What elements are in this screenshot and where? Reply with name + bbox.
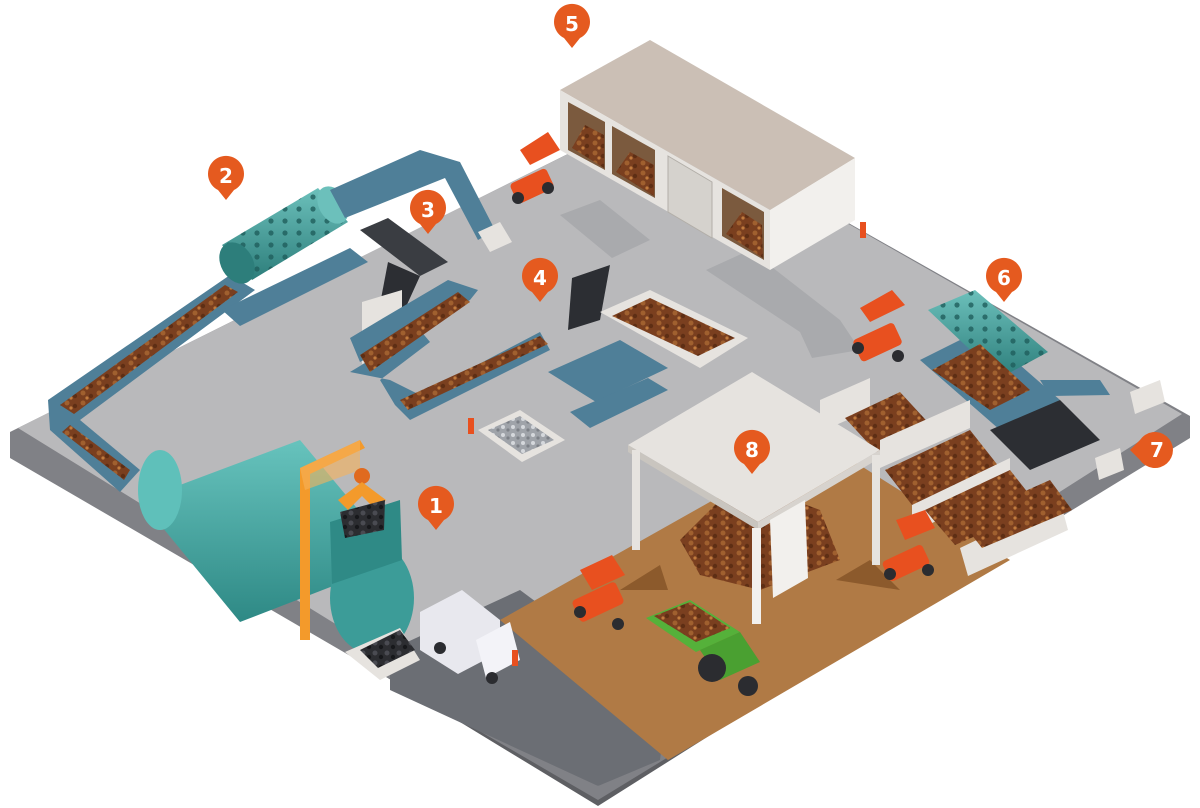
tractor-wheel-back bbox=[698, 654, 726, 682]
storage-door bbox=[667, 155, 713, 239]
location-marker-2[interactable]: 2 bbox=[208, 155, 244, 200]
storage-roof bbox=[560, 40, 855, 210]
crane-beam bbox=[300, 440, 360, 490]
location-marker-7[interactable]: 7 bbox=[1130, 432, 1173, 468]
marker-6-label: 6 bbox=[997, 266, 1011, 290]
shelter-post-right bbox=[872, 455, 880, 565]
marker-4-label: 4 bbox=[533, 266, 547, 290]
tractor-trailer-load bbox=[654, 602, 730, 642]
location-marker-5[interactable]: 5 bbox=[554, 3, 590, 48]
sorting-bin-content bbox=[612, 298, 735, 356]
truck-cab bbox=[476, 622, 520, 678]
storage-pile-1 bbox=[572, 125, 604, 168]
truck-wheel-1 bbox=[434, 642, 446, 654]
marker-8-label: 8 bbox=[745, 438, 759, 462]
screening-output-belt bbox=[1040, 380, 1110, 396]
screening-bin-right bbox=[1130, 380, 1165, 414]
marker-7-label: 7 bbox=[1150, 438, 1164, 462]
marker-2-label: 2 bbox=[219, 164, 233, 188]
bay-pile-3 bbox=[925, 470, 1040, 545]
maturation-bays bbox=[820, 378, 1072, 576]
worker-2 bbox=[860, 222, 866, 238]
shelter-post-front bbox=[752, 528, 761, 624]
shelter-roof-edge bbox=[628, 445, 758, 530]
screening-debris bbox=[932, 344, 1030, 410]
separator-hood bbox=[360, 218, 448, 276]
shelter-wall-mid bbox=[770, 500, 808, 598]
truck-wheel-2 bbox=[486, 672, 498, 684]
sorting-belt-1 bbox=[548, 340, 668, 402]
marker-1-label: 1 bbox=[429, 494, 443, 518]
rocks-pile bbox=[360, 630, 415, 668]
platform-top bbox=[18, 112, 1182, 786]
flow-arrow-to-screening bbox=[706, 250, 860, 358]
conveyor-top-belt bbox=[330, 150, 495, 240]
flow-arrow-compost bbox=[836, 560, 900, 590]
crane-frame bbox=[300, 440, 365, 640]
loader-top bbox=[510, 132, 560, 204]
flow-arrows bbox=[560, 200, 900, 590]
conveyor-lower bbox=[222, 248, 550, 420]
stones-bin-content bbox=[488, 416, 554, 454]
conveyor-incline-debris bbox=[60, 285, 238, 414]
location-marker-4[interactable]: 4 bbox=[522, 257, 558, 302]
flow-arrow-compost-2 bbox=[620, 565, 668, 590]
location-marker-1[interactable]: 1 bbox=[418, 485, 454, 530]
bin-small-top bbox=[478, 222, 512, 252]
flow-arrow-to-storage bbox=[560, 200, 650, 258]
tractor bbox=[646, 600, 760, 696]
marker-3-label: 3 bbox=[421, 198, 435, 222]
conveyor-incline-belt bbox=[48, 275, 255, 492]
grab-debris bbox=[340, 500, 385, 538]
conveyor-main bbox=[48, 275, 255, 492]
location-marker-8[interactable]: 8 bbox=[734, 429, 770, 474]
marker-5-label: 5 bbox=[565, 12, 579, 36]
bay-pile-2 bbox=[885, 430, 1000, 505]
sorting-belt-2 bbox=[570, 378, 668, 428]
conveyor-return-debris bbox=[62, 425, 130, 480]
sorting-chute bbox=[568, 265, 610, 330]
belt-s-curve-debris-2 bbox=[400, 336, 548, 410]
workers bbox=[468, 222, 866, 666]
belt-s-curve-debris bbox=[360, 292, 470, 372]
screening-drum-holes bbox=[928, 290, 1048, 378]
worker-3 bbox=[512, 650, 518, 666]
screening-hopper bbox=[990, 400, 1100, 470]
delivery-truck bbox=[420, 590, 520, 684]
bay-wall-2 bbox=[880, 400, 970, 468]
sorting-area bbox=[478, 265, 748, 462]
screening-station bbox=[920, 290, 1165, 480]
storage-pile-2 bbox=[616, 152, 654, 196]
drum-end bbox=[219, 242, 255, 284]
worker-1 bbox=[468, 418, 474, 434]
crane-grab-hub bbox=[354, 468, 370, 484]
storage-side bbox=[770, 158, 855, 270]
bay-pile-4 bbox=[960, 480, 1072, 548]
bay-wall-1 bbox=[820, 378, 870, 432]
belt-left bbox=[222, 248, 368, 326]
belt-s-curve bbox=[350, 280, 550, 420]
location-marker-6[interactable]: 6 bbox=[986, 257, 1022, 302]
drum-holes bbox=[222, 188, 348, 280]
loader-shelter-right bbox=[882, 510, 935, 581]
storage-pile-4 bbox=[726, 212, 763, 258]
screening-bin-low bbox=[1095, 448, 1124, 480]
tractor-wheel-front bbox=[738, 676, 758, 696]
location-marker-3[interactable]: 3 bbox=[410, 189, 446, 234]
shelter-post-left bbox=[632, 450, 640, 550]
tank-back bbox=[138, 450, 182, 530]
loader-right bbox=[852, 290, 905, 362]
storage-building bbox=[560, 40, 855, 270]
loader-shelter-left bbox=[572, 555, 625, 630]
reception-area bbox=[138, 440, 420, 680]
